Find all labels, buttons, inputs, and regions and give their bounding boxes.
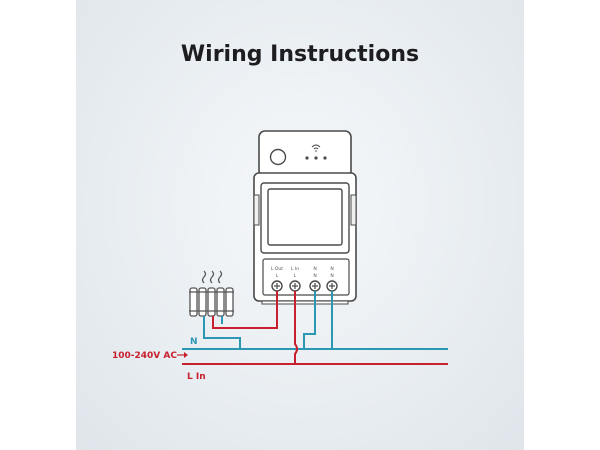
neutral-label: N bbox=[190, 337, 198, 347]
status-led-indicators bbox=[305, 156, 327, 160]
terminal-label: N bbox=[330, 273, 333, 279]
terminal-label: L In bbox=[291, 266, 299, 272]
terminal-label: N bbox=[313, 266, 316, 272]
load-live-wire bbox=[212, 291, 278, 329]
terminal-label: N bbox=[313, 273, 316, 279]
terminal-label: L Out bbox=[271, 266, 283, 272]
neutral-wire-1 bbox=[303, 291, 316, 349]
terminal-labels: L Out L L In L N N N N bbox=[271, 266, 334, 279]
power-button-icon[interactable] bbox=[269, 148, 287, 166]
terminal-label: L bbox=[294, 273, 297, 279]
heater-icon bbox=[189, 270, 234, 317]
live-in-wire bbox=[294, 291, 298, 364]
terminal-label: L bbox=[276, 273, 279, 279]
page-title: Wiring Instructions bbox=[180, 42, 420, 67]
wifi-icon bbox=[311, 144, 321, 152]
live-in-label: L In bbox=[187, 372, 206, 382]
voltage-label: 100-240V AC bbox=[112, 351, 177, 361]
terminal-label: N bbox=[330, 266, 333, 272]
voltage-arrow bbox=[177, 352, 188, 358]
smart-switch-device bbox=[253, 130, 357, 305]
load-neutral-wire bbox=[203, 316, 241, 349]
